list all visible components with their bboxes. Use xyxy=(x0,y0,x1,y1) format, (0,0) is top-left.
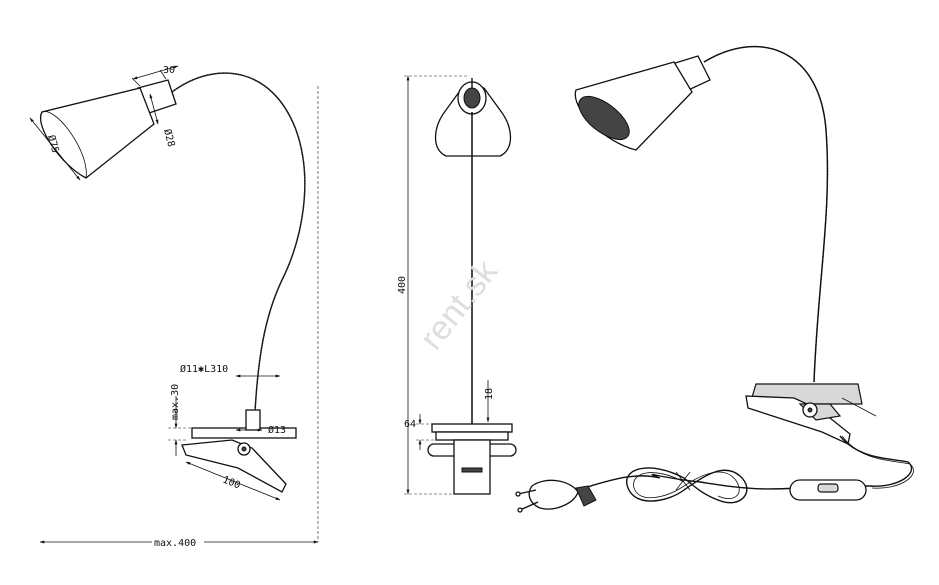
clamp-right xyxy=(745,383,877,445)
dim-clamp-opening: max.30 xyxy=(170,384,181,420)
gooseneck-arm-right xyxy=(703,46,829,383)
euro-plug xyxy=(515,479,597,513)
power-cord xyxy=(539,435,913,497)
dim-total-height: 400 xyxy=(397,276,408,294)
cord-coil xyxy=(626,467,748,504)
lamp-head-left xyxy=(39,87,155,179)
dim-clamp-length: 100 xyxy=(221,475,242,492)
dim-arm: Ø11✱L310 xyxy=(180,363,228,375)
dim-head-diameter: Ø75 xyxy=(45,134,61,155)
perspective-view xyxy=(515,46,914,513)
dim-base-diameter: Ø13 xyxy=(268,424,286,436)
gooseneck-arm-left xyxy=(171,72,306,413)
clamp-front xyxy=(427,423,517,495)
dim-neck-diameter: Ø28 xyxy=(161,128,177,149)
lamp-head-front xyxy=(434,87,512,157)
dim-overall-reach: max.400 xyxy=(154,538,196,549)
front-view: 400 18 64 xyxy=(397,75,517,495)
watermark: rent.sk xyxy=(412,252,505,357)
inline-switch xyxy=(789,479,867,501)
dim-clamp-width: 64 xyxy=(404,419,416,430)
side-view: 30 Ø75 Ø28 Ø11✱L310 Ø13 max.30 100 max.4… xyxy=(29,65,319,549)
dim-neck-length: 30 xyxy=(163,65,175,76)
dim-clamp-top: 18 xyxy=(484,388,495,400)
